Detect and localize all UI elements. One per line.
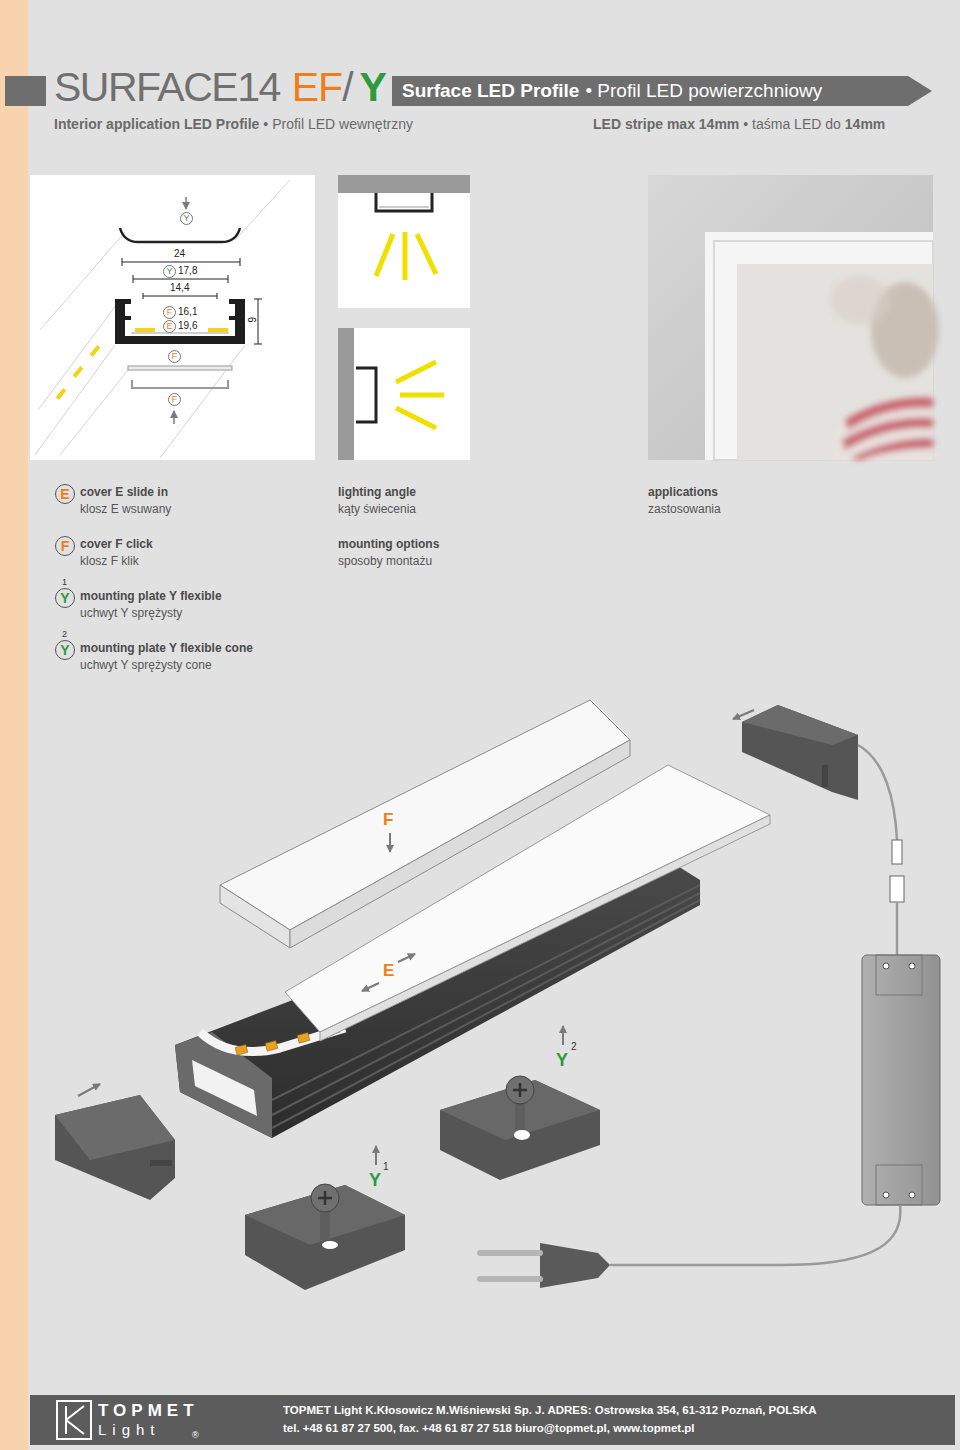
node-text: E (166, 322, 172, 331)
title-suffix: / (342, 64, 353, 110)
callout-circle: F (163, 306, 176, 319)
logo-text: ® (192, 1430, 199, 1440)
title-band: Surface LED Profile • Profil LED powierzc… (392, 76, 932, 106)
key-text: mounting plate Y flexible (80, 590, 222, 604)
subtitle: Interior application LED Profile (54, 116, 259, 132)
node-text: Y (166, 267, 172, 276)
logo-text: TOPMET (98, 1401, 199, 1421)
node-text: E (60, 487, 69, 501)
section-heading: applications (648, 486, 718, 500)
callout-circle: F (168, 393, 181, 406)
key-circle: E (55, 484, 75, 504)
node-text: Surface LED Profile (402, 80, 579, 102)
callout-circle: Y (180, 212, 193, 225)
node-text: F (167, 308, 173, 317)
dimension-label: 17,8 (178, 265, 197, 277)
title-suffix: EF (292, 64, 342, 110)
callout-circle: F (168, 350, 181, 363)
dimension-label: 19,6 (178, 320, 197, 332)
section-heading: sposoby montażu (338, 555, 432, 569)
section-heading: lighting angle (338, 486, 416, 500)
section-heading: mounting options (338, 538, 439, 552)
callout-circle: E (163, 320, 176, 333)
node-text: Y (60, 591, 69, 605)
node-text: F (172, 395, 178, 404)
index-number: 1 (383, 1161, 389, 1173)
dimension-label: 14,4 (170, 282, 189, 294)
dimension-label: 9 (247, 317, 259, 323)
footer-text: tel. +48 61 87 27 500, fax. +48 61 87 27… (283, 1422, 695, 1435)
node-text: F (172, 352, 178, 361)
title-suffix: Y (360, 64, 387, 110)
subtitle: • taśma LED do (743, 116, 841, 132)
part-letter: F (383, 810, 393, 830)
key-text: klosz E wsuwany (80, 503, 171, 517)
text-line: Interior application LED Profile• Profil… (54, 116, 413, 132)
section-heading: kąty świecenia (338, 503, 416, 517)
title-text: SURFACE14 (54, 64, 280, 110)
key-text: mounting plate Y flexible cone (80, 642, 253, 656)
section-heading: zastosowania (648, 503, 721, 517)
key-text: uchwyt Y sprężysty cone (80, 659, 212, 673)
node-text: • Profil LED powierzchniowy (585, 80, 822, 102)
key-text: cover F click (80, 538, 153, 552)
index-number: 2 (62, 629, 67, 639)
footer-text: TOPMET Light K.Kłosowicz M.Wiśniewski Sp… (283, 1404, 817, 1417)
key-circle: F (55, 536, 75, 556)
dimension-label: 16,1 (178, 306, 197, 318)
node-text: Y (60, 643, 69, 657)
text-line: SURFACE14 EF/Y (54, 64, 387, 110)
part-letter: E (383, 961, 394, 981)
key-circle: Y (55, 588, 75, 608)
logo-text: Light (98, 1421, 161, 1438)
key-text: cover E slide in (80, 486, 168, 500)
node-text: F (61, 539, 70, 553)
index-number: 1 (62, 577, 67, 587)
part-letter: Y (556, 1050, 568, 1071)
band-fill (392, 76, 932, 106)
subtitle: • Profil LED wewnętrzny (263, 116, 413, 132)
dimension-label: 24 (174, 248, 185, 260)
index-number: 2 (571, 1041, 577, 1053)
callout-circle: Y (163, 265, 176, 278)
node-text: Y (183, 214, 189, 223)
text-line: LED stripe max 14mm• taśma LED do14mm (593, 116, 885, 132)
subtitle: 14mm (845, 116, 885, 132)
part-letter: Y (369, 1170, 381, 1191)
subtitle: LED stripe max 14mm (593, 116, 739, 132)
key-circle: Y (55, 640, 75, 660)
key-text: klosz F klik (80, 555, 139, 569)
key-text: uchwyt Y sprężysty (80, 607, 182, 621)
